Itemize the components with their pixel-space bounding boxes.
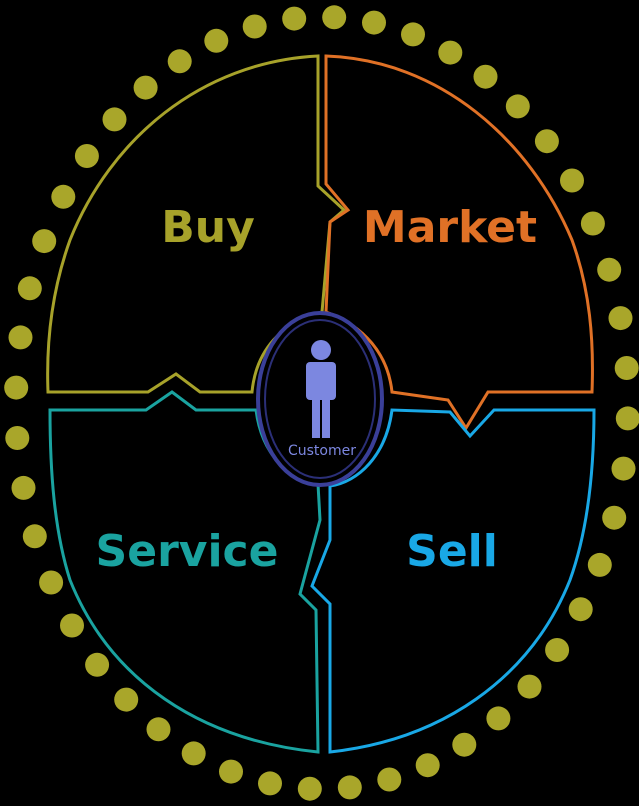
ring-dot [22, 524, 47, 549]
market-quadrant-outline [324, 54, 594, 431]
ring-dot [146, 717, 171, 742]
ring-dot [74, 144, 99, 168]
ring-dot [258, 771, 282, 796]
ring-dot [297, 776, 322, 801]
ring-dot [611, 456, 636, 481]
ring-dot [242, 14, 267, 39]
ring-dot [362, 10, 386, 35]
ring-dot [102, 107, 127, 132]
service-label: Service [96, 526, 279, 577]
ring-dot [597, 257, 622, 282]
ring-dot [377, 767, 402, 792]
ring-dot [167, 49, 192, 74]
ring-dot [219, 759, 243, 784]
ring-dot [51, 184, 76, 209]
ring-dot [452, 732, 477, 757]
ring-dot [615, 406, 639, 431]
ring-dot [337, 775, 362, 800]
ring-dot [114, 687, 139, 712]
customer-label: Customer [288, 443, 356, 459]
ring-dot [322, 5, 347, 30]
ring-dot [181, 741, 206, 766]
ring-dot [60, 613, 84, 638]
sell-label: Sell [406, 526, 498, 577]
ring-dot [614, 356, 639, 380]
buy-label: Buy [161, 202, 255, 253]
ring-dot [39, 570, 64, 595]
ring-dot [204, 28, 229, 53]
ring-dot [415, 753, 440, 778]
ring-dot [505, 94, 530, 119]
outer-dot-ring [4, 5, 639, 801]
ring-dot [560, 168, 584, 193]
ring-dot [602, 505, 627, 530]
ring-dot [282, 6, 307, 31]
ring-dot [534, 129, 559, 154]
ring-dot [401, 22, 425, 47]
sell-quadrant-outline [310, 408, 596, 754]
ring-dot [568, 597, 593, 622]
ring-dot [17, 276, 42, 301]
ring-dot [517, 674, 542, 699]
ring-dot [438, 40, 463, 65]
ring-dot [11, 475, 36, 500]
ring-dot [5, 426, 30, 450]
ring-dot [32, 229, 57, 254]
ring-dot [486, 706, 511, 731]
ring-dot [85, 652, 110, 677]
ring-dot [4, 375, 29, 400]
ring-dot [580, 211, 605, 236]
ring-dot [473, 64, 498, 89]
person-icon [306, 340, 336, 438]
customer-center-inner-ring [264, 319, 376, 479]
ring-dot [587, 552, 612, 577]
ring-dot [608, 306, 633, 331]
ring-dot [545, 638, 570, 662]
market-label: Market [363, 202, 537, 253]
ring-dot [8, 325, 33, 350]
ring-dot [133, 75, 158, 100]
